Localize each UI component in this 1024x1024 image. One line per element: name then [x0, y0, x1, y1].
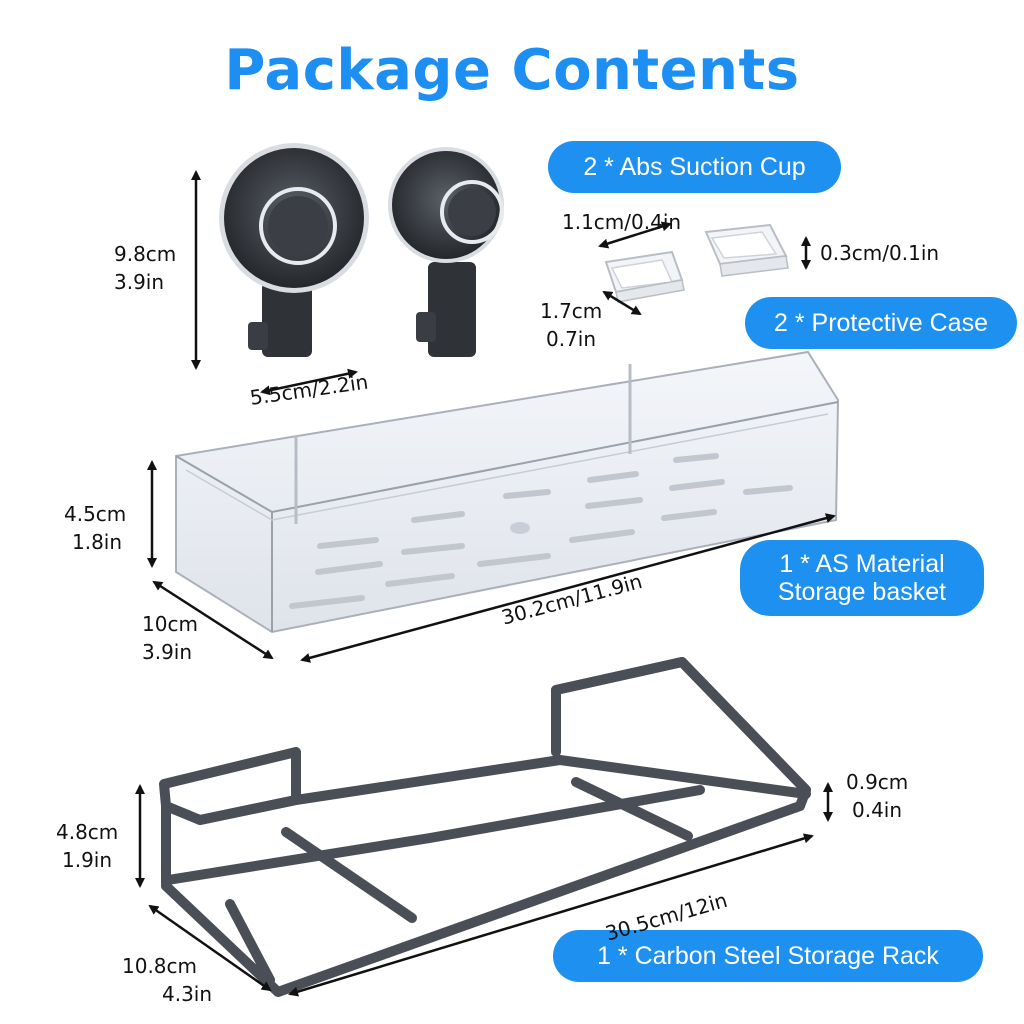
rack-depth-label: 10.8cm 4.3in: [122, 954, 213, 1006]
suction-cup-label: 2 * Abs Suction Cup: [548, 141, 841, 193]
rack-bar-label: 0.9cm 0.4in: [846, 770, 909, 822]
rack-height-label: 4.8cm 1.9in: [56, 820, 119, 872]
storage-rack-label: 1 * Carbon Steel Storage Rack: [553, 930, 983, 982]
suction-cup-left: [219, 143, 369, 357]
storage-basket-label: 1 * AS Material Storage basket: [740, 540, 984, 616]
page-title: Package Contents: [224, 38, 800, 103]
protective-case-label: 2 * Protective Case: [745, 297, 1017, 349]
suction-height-label: 9.8cm 3.9in: [114, 242, 177, 294]
suction-cup-right: [388, 147, 504, 357]
case-depth-label: 1.7cm 0.7in: [540, 299, 603, 351]
basket-length-arrow: [300, 513, 836, 663]
basket-depth-label: 10cm 3.9in: [142, 612, 198, 664]
case-depth-arrow: [602, 290, 642, 316]
protective-case-2: [704, 223, 789, 277]
basket-height-label: 4.5cm 1.8in: [64, 502, 127, 554]
case-width-label: 1.1cm/0.4in: [562, 210, 682, 234]
case-height-label: 0.3cm/0.1in: [820, 241, 940, 265]
suction-width-arrow: [260, 368, 358, 396]
rack-length-arrow: [288, 833, 814, 997]
case-width-arrow: [598, 221, 672, 249]
protective-case-1: [604, 250, 685, 303]
basket-depth-arrow: [152, 580, 274, 660]
rack-depth-arrow: [148, 904, 272, 992]
